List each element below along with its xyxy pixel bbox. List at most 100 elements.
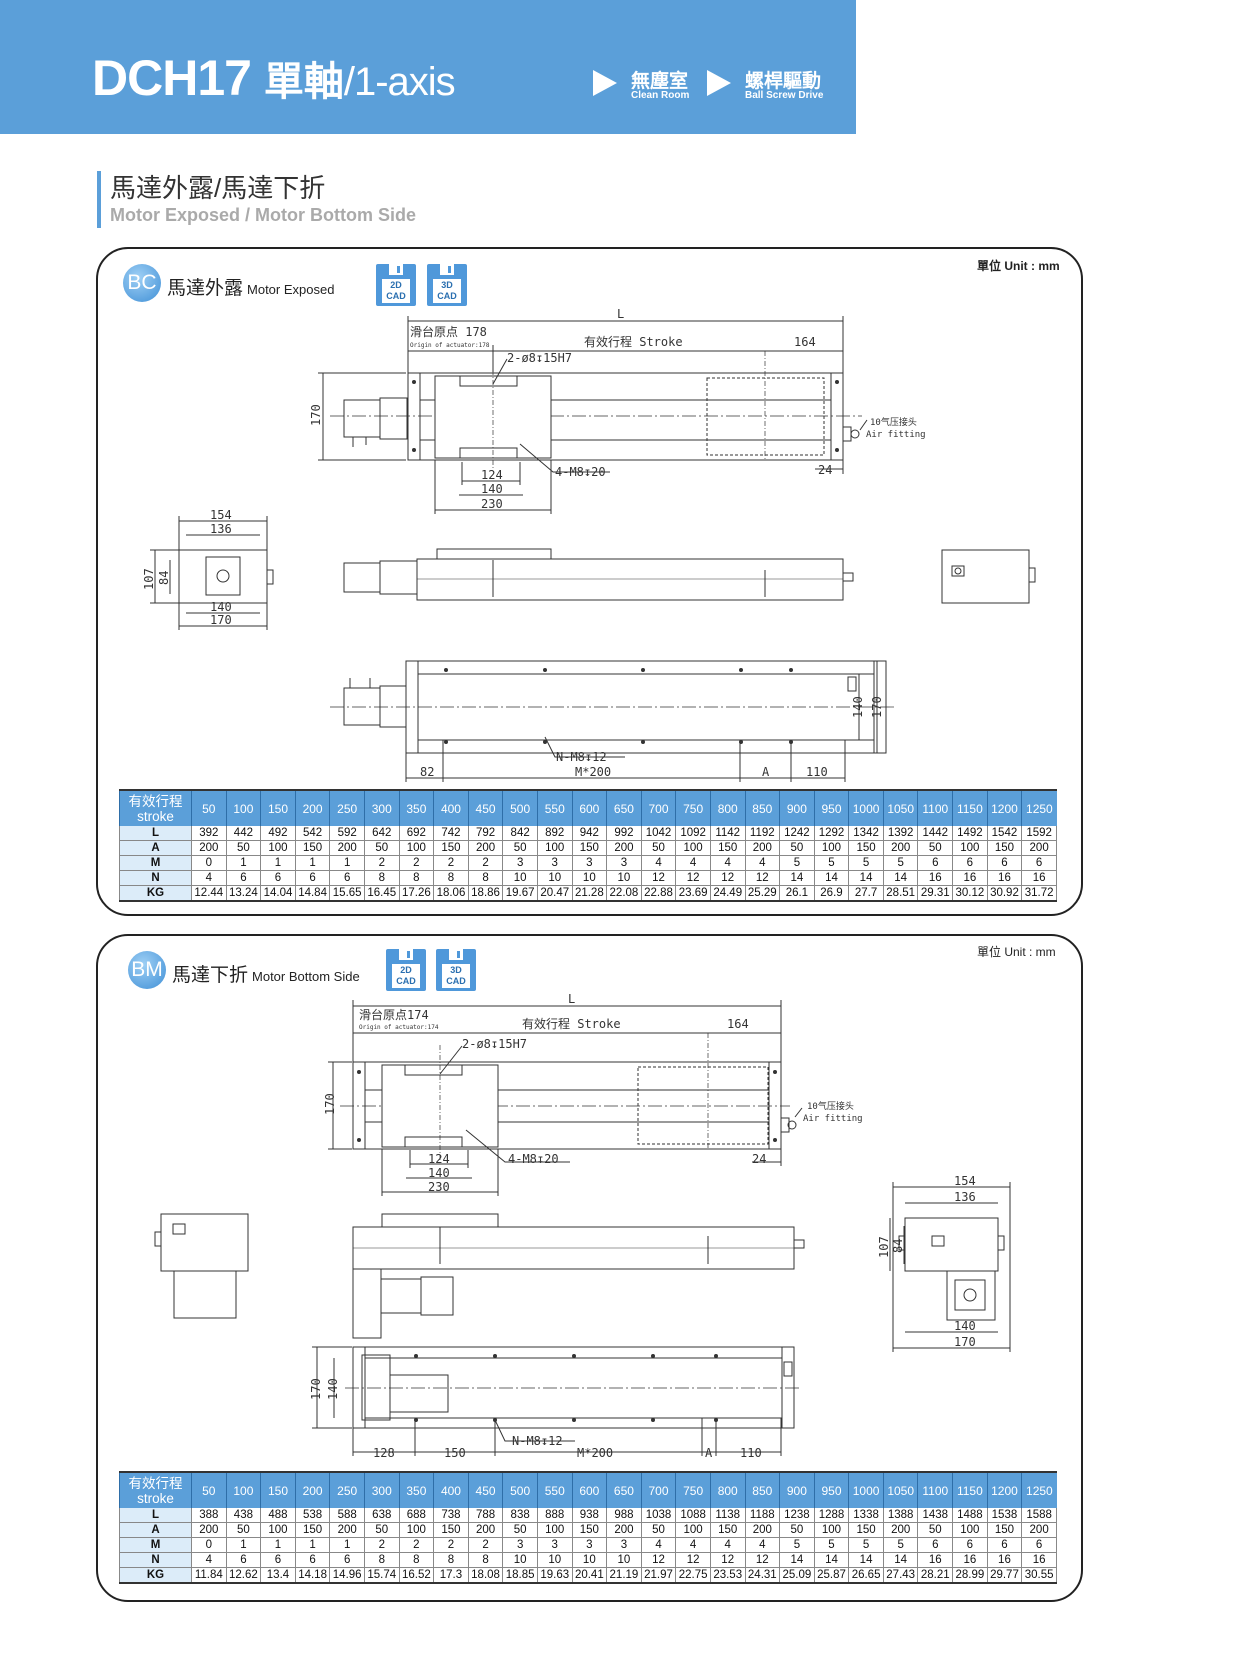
table-cell: 100 <box>813 1522 850 1538</box>
table-cell: 6 <box>986 1537 1023 1553</box>
table-cell: 3 <box>571 1537 608 1553</box>
table-cell: 1492 <box>952 826 988 841</box>
table-cell: 4 <box>709 1537 746 1553</box>
row-label: L <box>119 1508 192 1523</box>
table-cell: 29.77 <box>986 1567 1023 1584</box>
table-cell: 28.51 <box>882 885 919 902</box>
table-cell: 6 <box>917 1537 954 1553</box>
table-cell: 200 <box>191 1522 227 1538</box>
row-label: A <box>119 1522 192 1538</box>
table-cell: 6 <box>225 1552 262 1568</box>
table-cell: 1438 <box>917 1508 954 1523</box>
table-cell: 16.45 <box>363 885 400 902</box>
table-cell: 3 <box>571 855 608 871</box>
table-cell: 4 <box>191 870 227 886</box>
stroke-column-header: 250 <box>329 790 365 826</box>
table-cell: 1 <box>260 855 296 871</box>
stroke-column-header: 700 <box>640 1472 676 1508</box>
table-cell: 3 <box>502 1537 538 1553</box>
badge-bm: BM <box>128 951 166 989</box>
table-cell: 21.97 <box>640 1567 677 1584</box>
stroke-column-header: 750 <box>675 1472 711 1508</box>
table-cell: 200 <box>1021 840 1057 856</box>
table-cell: 200 <box>467 840 504 856</box>
table-cell: 788 <box>467 1508 504 1523</box>
table-cell: 10 <box>606 870 642 886</box>
table-cell: 1088 <box>675 1508 711 1523</box>
table-cell: 150 <box>986 840 1023 856</box>
table-cell: 2 <box>433 855 469 871</box>
table-cell: 24.49 <box>709 885 746 902</box>
floppy-disk-icon <box>449 949 463 960</box>
table-cell: 21.19 <box>606 1567 642 1584</box>
table-cell: 10 <box>536 1552 573 1568</box>
table-cell: 12 <box>675 1552 711 1568</box>
table-cell: 12 <box>640 870 677 886</box>
cad-label: CAD <box>446 976 466 986</box>
table-cell: 12 <box>640 1552 677 1568</box>
table-cell: 23.53 <box>709 1567 746 1584</box>
table-cell: 22.88 <box>640 885 677 902</box>
table-cell: 1092 <box>675 826 711 841</box>
table-cell: 6 <box>260 870 296 886</box>
table-cell: 14.96 <box>329 1567 365 1584</box>
table-cell: 30.55 <box>1021 1567 1057 1584</box>
table-cell: 200 <box>191 840 227 856</box>
table-cell: 28.99 <box>952 1567 988 1584</box>
table-cell: 1238 <box>779 1508 815 1523</box>
stroke-column-header: 150 <box>260 1472 296 1508</box>
panel-motor-bottom <box>96 934 1083 1602</box>
table-cell: 942 <box>571 826 608 841</box>
tag-en: Ball Screw Drive <box>745 90 824 101</box>
table-cell: 2 <box>363 1537 400 1553</box>
table-cell: 4 <box>744 1537 781 1553</box>
table-cell: 492 <box>260 826 296 841</box>
table-cell: 1392 <box>882 826 919 841</box>
table-cell: 50 <box>502 840 538 856</box>
table-cell: 6 <box>225 870 262 886</box>
table-cell: 12 <box>744 1552 781 1568</box>
row-label: N <box>119 870 192 886</box>
table-cell: 27.43 <box>882 1567 919 1584</box>
table-cell: 2 <box>467 855 504 871</box>
table-cell: 3 <box>536 1537 573 1553</box>
stroke-column-header: 1250 <box>1021 790 1057 826</box>
stroke-column-header: 550 <box>536 790 573 826</box>
table-cell: 100 <box>675 1522 711 1538</box>
table-cell: 19.63 <box>536 1567 573 1584</box>
stroke-column-header: 350 <box>398 790 434 826</box>
table-cell: 538 <box>294 1508 331 1523</box>
cad-label: 3D <box>450 965 462 975</box>
stroke-column-header: 700 <box>640 790 676 826</box>
table-cell: 842 <box>502 826 538 841</box>
table-cell: 6 <box>260 1552 296 1568</box>
table-cell: 15.65 <box>329 885 365 902</box>
table-cell: 10 <box>571 870 608 886</box>
table-cell: 8 <box>363 1552 400 1568</box>
stroke-header-zh: 有效行程 <box>128 1475 183 1491</box>
cad-label: 2D <box>400 965 412 975</box>
cad-label: CAD <box>386 291 406 301</box>
table-cell: 992 <box>606 826 642 841</box>
table-cell: 50 <box>917 840 954 856</box>
table-cell: 6 <box>986 855 1023 871</box>
table-cell: 6 <box>294 870 331 886</box>
table-cell: 18.06 <box>433 885 469 902</box>
stroke-column-header: 150 <box>260 790 296 826</box>
table-cell: 10 <box>606 1552 642 1568</box>
stroke-column-header: 450 <box>467 790 503 826</box>
table-cell: 588 <box>329 1508 365 1523</box>
table-cell: 26.9 <box>813 885 850 902</box>
table-cell: 18.08 <box>467 1567 504 1584</box>
table-cell: 17.26 <box>398 885 435 902</box>
table-cell: 4 <box>709 855 746 871</box>
